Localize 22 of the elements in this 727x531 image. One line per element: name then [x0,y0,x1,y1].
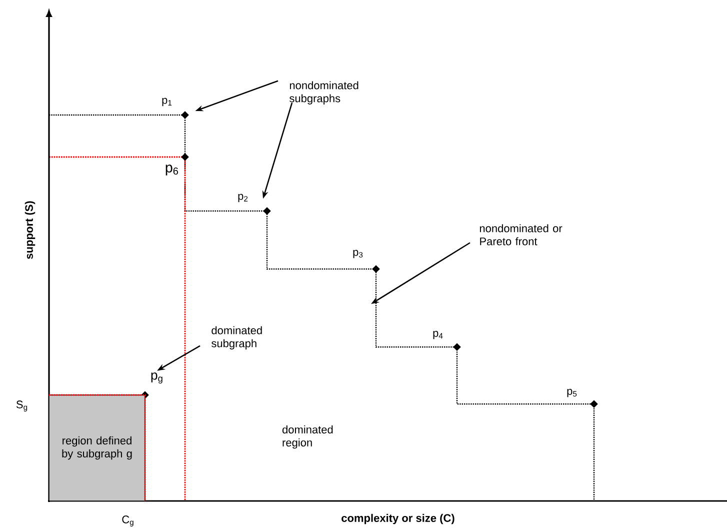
data-point: p$_{5}$ [567,388,598,408]
callout-text: nondominated or Pareto front [480,224,562,246]
node-label: p$_{2}$ [238,194,248,202]
region-box: region defined by subgraph g [48,394,146,502]
callout-text: nondominated subgraphs [290,81,358,104]
callout-text: dominated subgraph [212,326,262,350]
data-point: p$_{2}$ [238,194,271,215]
region-label: dominated region [282,425,333,449]
node-label: p$_{5}$ [567,388,577,398]
axis-label: complexity or size (C) [342,514,454,524]
axis-label: support (S) [24,201,36,259]
data-point: p$_{3}$ [353,250,380,273]
data-point: p$_{1}$ [162,98,189,119]
node-label: p$_{4}$ [433,330,443,340]
node-label: p$_{g}$ [151,372,162,384]
node-label: p$_{3}$ [353,250,363,258]
axis-tick-label: C$_{g}$ [122,516,134,526]
data-point: p$_{4}$ [433,330,461,351]
axis-tick-label: S$_{g}$ [16,400,28,412]
data-point: p$_{6}$ [166,153,189,176]
node-label: p$_{6}$ [166,164,178,176]
node-label: p$_{1}$ [162,98,172,106]
